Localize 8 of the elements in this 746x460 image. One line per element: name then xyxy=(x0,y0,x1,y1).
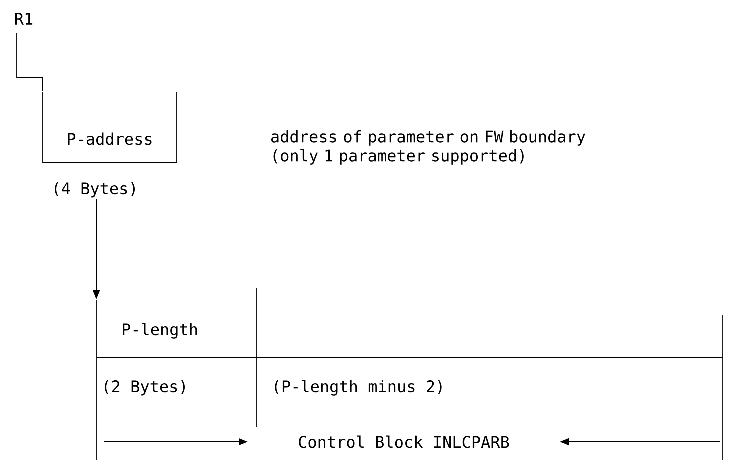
connector-line xyxy=(16,32,44,92)
table-cell: (P-length minus 2) xyxy=(275,380,442,396)
table-cell: P-length (2 Bytes) xyxy=(104,323,198,396)
description-text: address of parameter on FW boundary (only 1 parameter supported) xyxy=(272,130,586,165)
block-name: Control Block INLCPARB xyxy=(299,436,510,448)
size-note: (4 Bytes) xyxy=(54,182,136,198)
register-label: R1 xyxy=(15,13,33,25)
field-box: P-address xyxy=(42,92,178,164)
